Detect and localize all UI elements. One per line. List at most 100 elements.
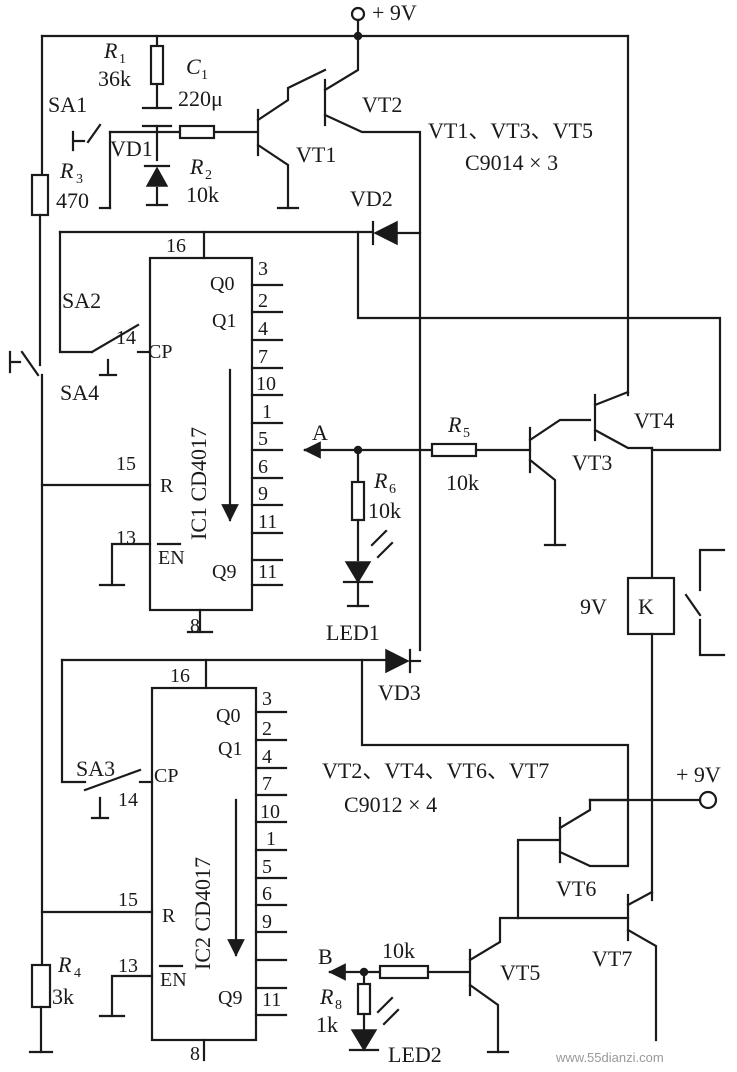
svg-text:3: 3 [76,172,83,187]
watermark: www.55dianzi.com [555,1050,664,1065]
ic1-left-wiring: SA2 SA4 [8,288,152,587]
svg-text:6: 6 [258,456,268,478]
vd1-label: VD1 [110,136,153,161]
r3-resistor: R 3 470 [30,158,89,367]
svg-text:5: 5 [463,426,470,441]
svg-text:A: A [312,420,328,445]
r5-value: 10k [446,470,479,495]
npn-part-note: C9014 × 3 [465,150,558,175]
led2-label: LED2 [388,1042,442,1067]
svg-text:5: 5 [262,856,272,878]
relay-k: K 9V [580,548,726,902]
relay-voltage: 9V [580,594,607,619]
node-b: B [318,944,382,986]
svg-text:9: 9 [258,483,268,505]
sa3-label: SA3 [76,756,115,781]
r2-resistor: R 2 10k [178,124,219,207]
vd2-diode: VD2 [58,186,722,452]
relay-name: K [638,594,654,619]
r8-resistor: R 8 1k [316,982,372,1037]
r3-value: 470 [56,188,89,213]
r5-name: R [447,412,462,437]
svg-text:Q0: Q0 [216,705,240,727]
svg-text:Q0: Q0 [210,273,234,295]
svg-text:10: 10 [256,373,276,395]
svg-text:Q9: Q9 [218,987,242,1009]
svg-text:15: 15 [116,453,136,475]
r6-resistor: R 6 10k [350,468,401,562]
svg-text:1: 1 [201,68,208,83]
svg-text:EN: EN [160,969,187,991]
svg-text:7: 7 [258,346,268,368]
ic2-chip: 16 8 IC2 CD4017 Q0 Q1 Q9 CP 14 R 15 EN 1… [118,658,288,1065]
sa1-switch: SA1 [48,92,102,152]
svg-text:1: 1 [119,52,126,67]
r2-name: R [189,154,204,179]
wires-top [40,18,630,652]
r7-resistor: 10k [378,938,472,980]
svg-text:CP: CP [148,341,172,363]
svg-text:R: R [160,475,174,497]
supply-top-label: + 9V [372,0,417,25]
r4-value: 3k [52,984,74,1009]
svg-text:9: 9 [262,911,272,933]
svg-text:2: 2 [262,718,272,740]
svg-text:15: 15 [118,889,138,911]
ic1-chip: 16 8 IC1 CD4017 Q0 Q1 Q9 CP 14 R 15 EN 1… [116,230,284,637]
svg-text:CP: CP [154,765,178,787]
svg-text:6: 6 [262,883,272,905]
r8-value: 1k [316,1012,338,1037]
r3-name: R [59,158,74,183]
svg-text:Q1: Q1 [212,310,236,332]
svg-text:11: 11 [258,511,277,533]
svg-text:8: 8 [190,1043,200,1065]
svg-text:6: 6 [389,482,396,497]
svg-text:4: 4 [74,966,81,981]
svg-text:5: 5 [258,428,268,450]
svg-text:R: R [162,905,176,927]
vt6-transistor: VT6 [516,798,630,920]
r6-name: R [373,468,388,493]
vt7-label: VT7 [592,946,632,971]
r1-resistor: R 1 36k [98,38,165,91]
supply-right-label: + 9V [676,762,721,787]
svg-text:14: 14 [116,327,136,349]
vt7-transistor: VT7 [516,890,658,1042]
vd2-label: VD2 [350,186,393,211]
sa2-label: SA2 [62,288,101,313]
svg-text:2: 2 [205,168,212,183]
pnp-part-note: C9012 × 4 [344,792,437,817]
svg-text:11: 11 [262,989,281,1011]
svg-text:13: 13 [118,955,138,977]
c1-capacitor: C 1 220μ [141,54,223,128]
pnp-list-note: VT2、VT4、VT6、VT7 [322,758,549,783]
svg-text:16: 16 [166,235,186,257]
svg-text:8: 8 [190,615,200,637]
svg-text:3: 3 [258,258,268,280]
c1-name: C [186,54,201,79]
ic2-title: IC2 CD4017 [190,857,215,970]
vt1-label: VT1 [296,142,336,167]
svg-text:3: 3 [262,688,272,710]
sa1-label: SA1 [48,92,87,117]
svg-text:4: 4 [262,746,272,768]
vd3-label: VD3 [378,680,421,705]
led2-diode: LED2 [348,996,442,1067]
vt4-transistor: VT4 [593,390,674,580]
vd1-diode: VD1 [110,136,171,187]
ic2-left-wiring: SA3 [40,756,154,1018]
vt2-label: VT2 [362,92,402,117]
r7-value: 10k [382,938,415,963]
svg-text:14: 14 [118,789,138,811]
node-a: A [303,420,434,484]
npn-list-note: VT1、VT3、VT5 [428,118,593,143]
vt6-label: VT6 [556,876,596,901]
r4-name: R [57,952,72,977]
svg-text:13: 13 [116,527,136,549]
led1-label: LED1 [326,620,380,645]
vt4-label: VT4 [634,408,674,433]
r1-name: R [103,38,118,63]
ic1-title: IC1 CD4017 [186,427,211,540]
svg-text:16: 16 [170,665,190,687]
